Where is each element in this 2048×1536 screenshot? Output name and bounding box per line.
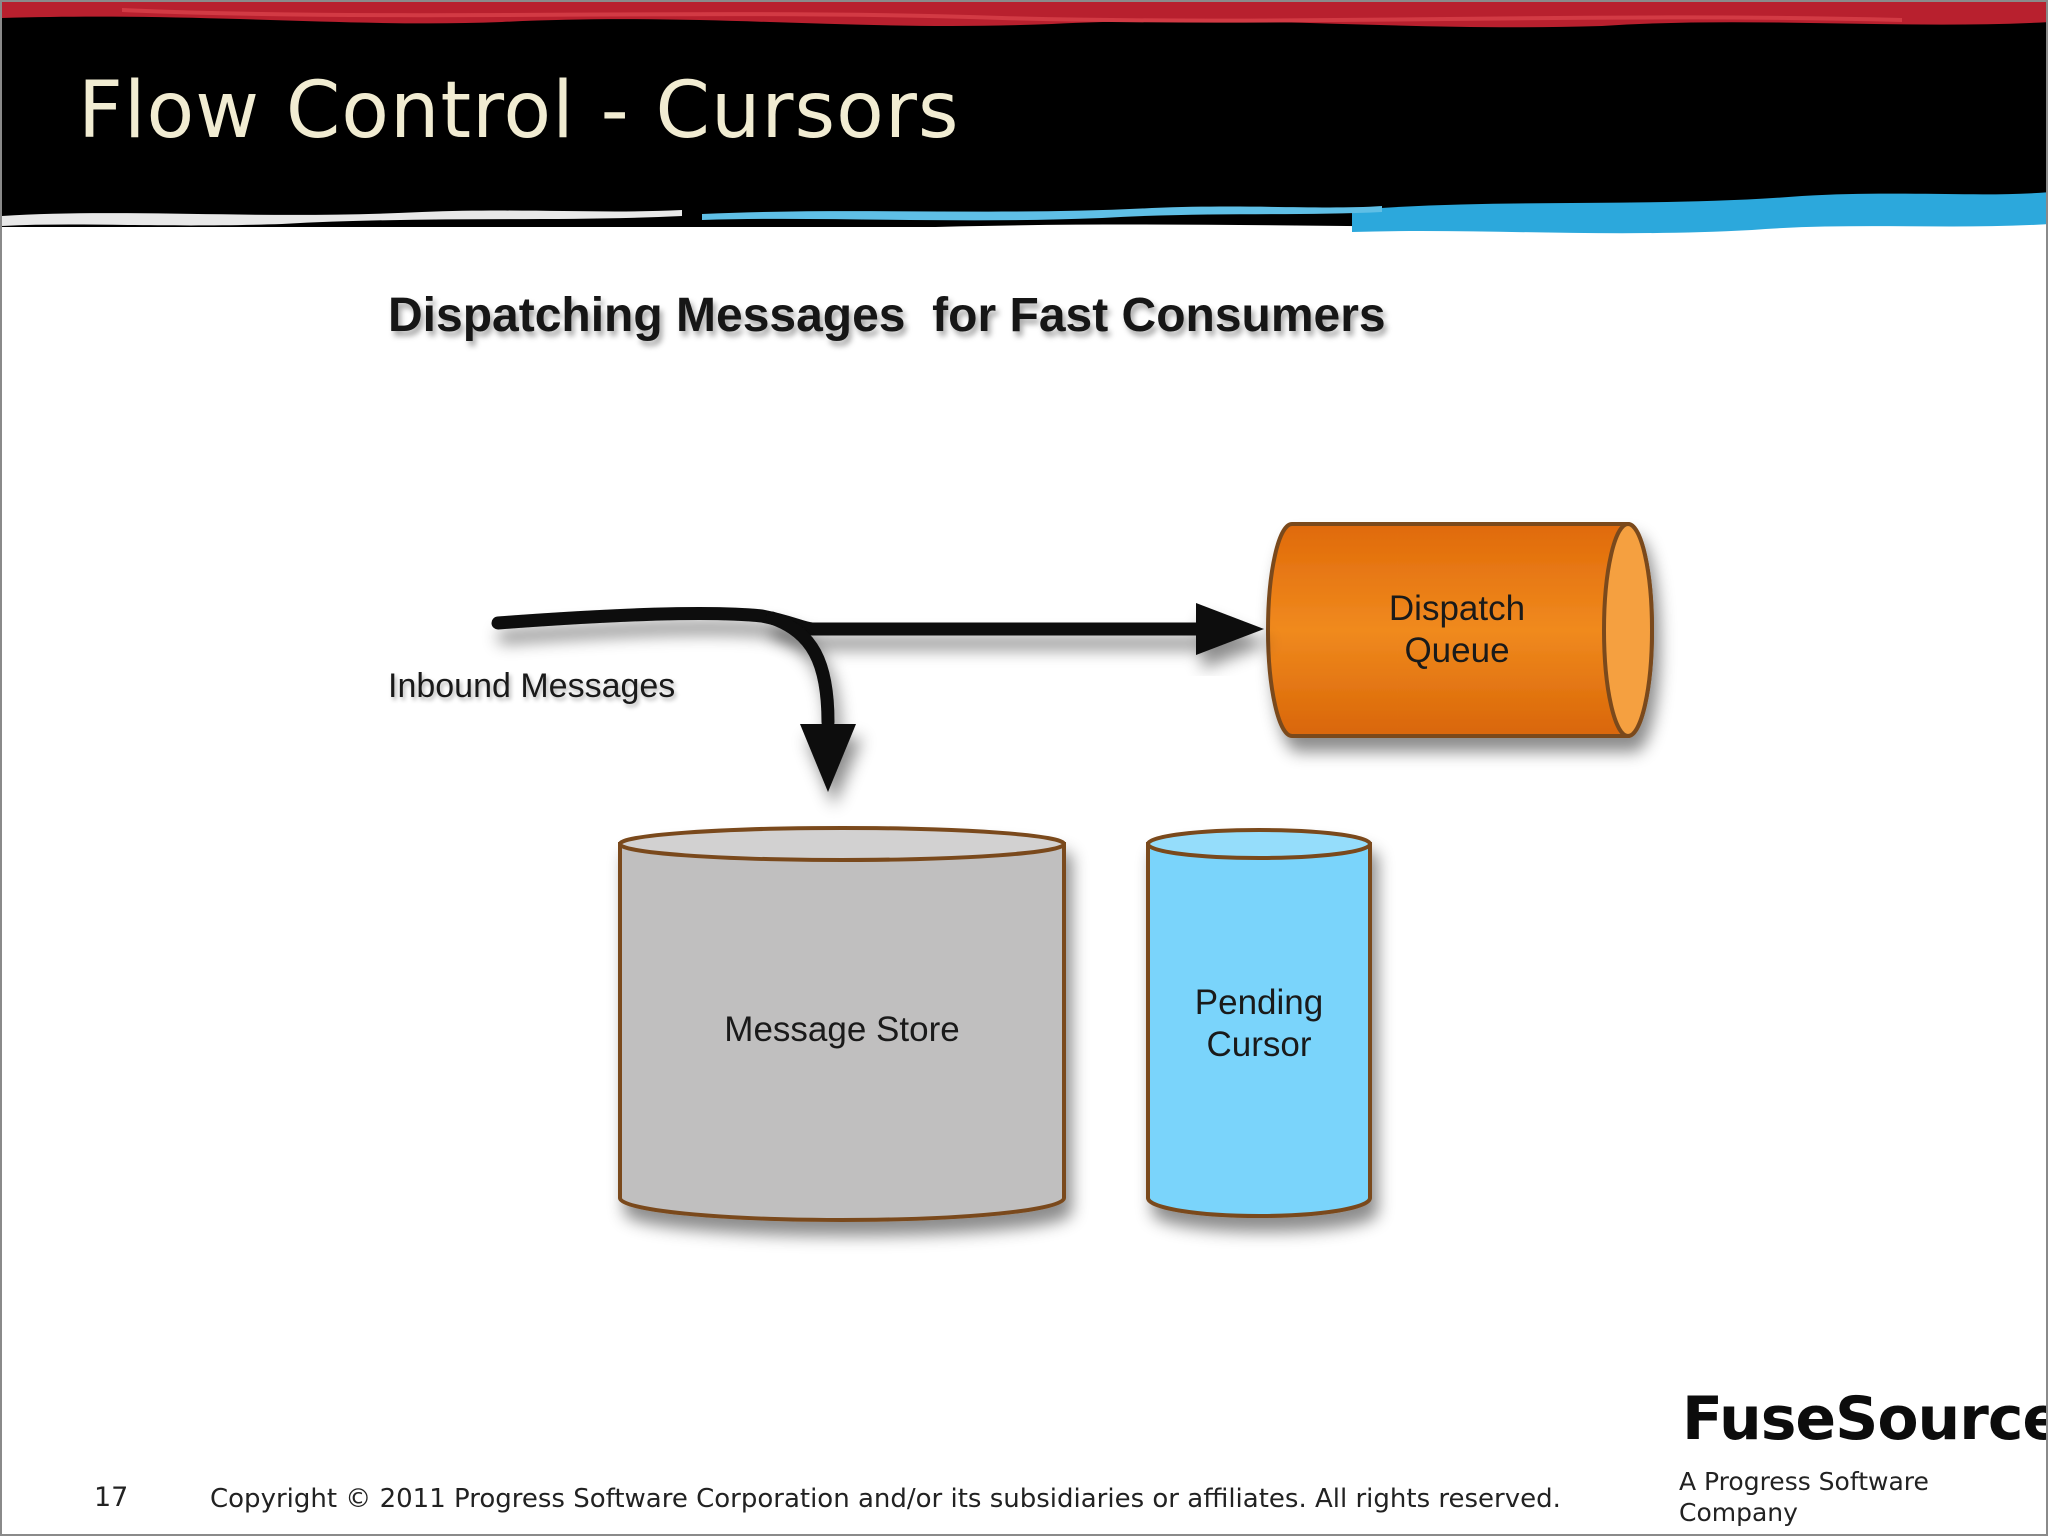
message-store-cylinder	[618, 826, 1066, 1222]
header-white-streak	[2, 210, 682, 226]
header-red-thin-stroke	[122, 8, 1902, 23]
copyright-text: Copyright © 2011 Progress Software Corpo…	[210, 1484, 1561, 1514]
header-white-bottom	[2, 222, 2046, 242]
inbound-messages-label: Inbound Messages	[388, 667, 676, 705]
header-band	[2, 2, 2046, 242]
diagram-title: Dispatching Messages for Fast Consumers	[388, 289, 1386, 342]
dispatch-queue-cylinder	[1266, 522, 1654, 738]
fusesource-logo: FuseSource	[1682, 1384, 2048, 1454]
message-store-label: Message Store	[724, 1010, 960, 1049]
arrow-to-message-store	[765, 611, 856, 792]
pending-cursor-label: Pending Cursor	[1194, 983, 1324, 1064]
dispatch-queue-label: Dispatch Queue	[1388, 589, 1526, 670]
diagram-canvas	[491, 522, 1654, 1222]
arrow-to-dispatch-queue	[491, 603, 1264, 655]
company-tagline: A Progress Software Company	[1679, 1467, 1929, 1528]
header-blue-stroke	[1352, 192, 2046, 234]
header-black-band	[2, 2, 2046, 227]
header-red-stroke	[2, 2, 2046, 28]
pending-cursor-cylinder	[1146, 828, 1372, 1218]
slide-title: Flow Control - Cursors	[78, 66, 960, 156]
page-number: 17	[94, 1482, 129, 1513]
header-blue-streak	[702, 206, 1382, 221]
